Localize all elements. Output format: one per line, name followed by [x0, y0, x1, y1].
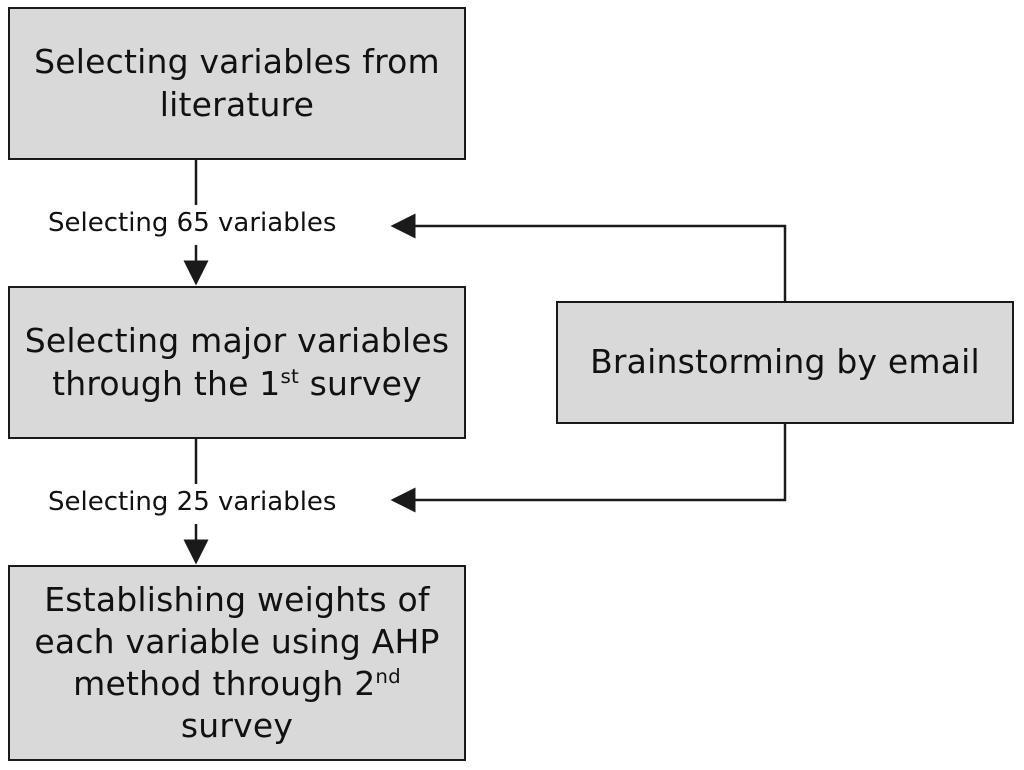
node-text: Selecting major variables [24, 321, 450, 361]
node-text: each variable using AHP [34, 621, 440, 661]
arrow-brainstorming-to-25 [390, 424, 787, 513]
node-ahp-weights: Establishing weights of each variable us… [8, 565, 466, 761]
node-text-line2: through the 1st survey [25, 363, 449, 405]
node-text: Brainstorming by email [590, 342, 980, 382]
node-text: literature [159, 84, 315, 124]
node-text: survey [298, 363, 422, 403]
node-text: Establishing weights of [44, 579, 430, 619]
edge-label-65-variables: Selecting 65 variables [44, 208, 341, 238]
node-text: Selecting variables from [34, 42, 440, 82]
node-text: through the 1 [52, 363, 281, 403]
node-text: method through 2 [73, 664, 376, 703]
node-text: survey [180, 706, 294, 746]
arrow-brainstorming-to-65 [390, 213, 787, 301]
edge-label-25-variables: Selecting 25 variables [44, 487, 341, 517]
node-text-line3: method through 2nd [34, 663, 439, 705]
ordinal-suffix: st [280, 364, 299, 388]
node-first-survey: Selecting major variables through the 1s… [8, 286, 466, 439]
node-selecting-variables-from-literature: Selecting variables from literature [8, 7, 466, 160]
node-brainstorming-by-email: Brainstorming by email [556, 301, 1014, 424]
ordinal-suffix: nd [375, 665, 401, 688]
